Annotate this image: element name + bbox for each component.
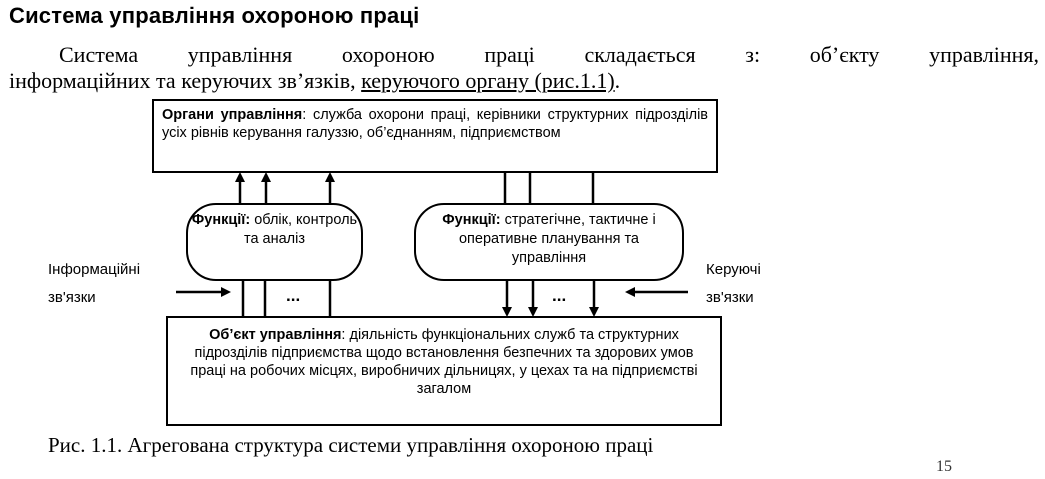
dots-left: ... xyxy=(286,286,301,305)
section-heading: Система управління охороною праці xyxy=(9,3,420,28)
management-bodies-box: Органи управління: служба охорони праці,… xyxy=(152,99,718,173)
management-bodies-text: : служба охорони праці, керівники структ… xyxy=(162,107,708,141)
paragraph-line-2-end: . xyxy=(614,68,621,93)
functions-left-label: Функції: xyxy=(191,212,251,228)
managed-object-label: Об’єкт управління xyxy=(209,327,342,343)
managed-object-box: Об’єкт управління: діяльність функціонал… xyxy=(166,316,722,426)
paragraph-underlined-text: керуючого органу (рис.1.1) xyxy=(361,68,615,93)
control-arrows-down xyxy=(502,173,599,317)
intro-paragraph: Система управління охороною праці склада… xyxy=(9,42,1039,94)
info-arrows-up xyxy=(235,172,335,316)
control-links-label: Керуючі зв'язки xyxy=(706,261,761,306)
paragraph-line-1: Система управління охороною праці склада… xyxy=(59,42,1039,67)
managed-object-text: : діяльність функціональних служб та стр… xyxy=(190,327,698,397)
management-bodies-label: Органи управління xyxy=(162,107,303,123)
figure-caption: Рис. 1.1. Агрегована структура системи у… xyxy=(48,433,654,457)
page-number: 15 xyxy=(936,458,952,475)
info-links-label: Інформаційні зв'язки xyxy=(48,261,141,306)
dots-right: ... xyxy=(552,286,567,305)
functions-right-text: стратегічне, тактичне і оперативне плану… xyxy=(458,212,656,266)
paragraph-line-2: інформаційних та керуючих зв’язків, керу… xyxy=(9,68,1039,94)
functions-left-text: облік, контроль та аналіз xyxy=(243,212,358,247)
functions-right-pill: Функції: стратегічне, тактичне і операти… xyxy=(414,203,684,281)
paragraph-line-2-start: інформаційних та керуючих зв’язків, xyxy=(9,68,362,93)
functions-left-pill: Функції: облік, контроль та аналіз xyxy=(186,203,363,281)
functions-right-label: Функції: xyxy=(442,212,501,228)
